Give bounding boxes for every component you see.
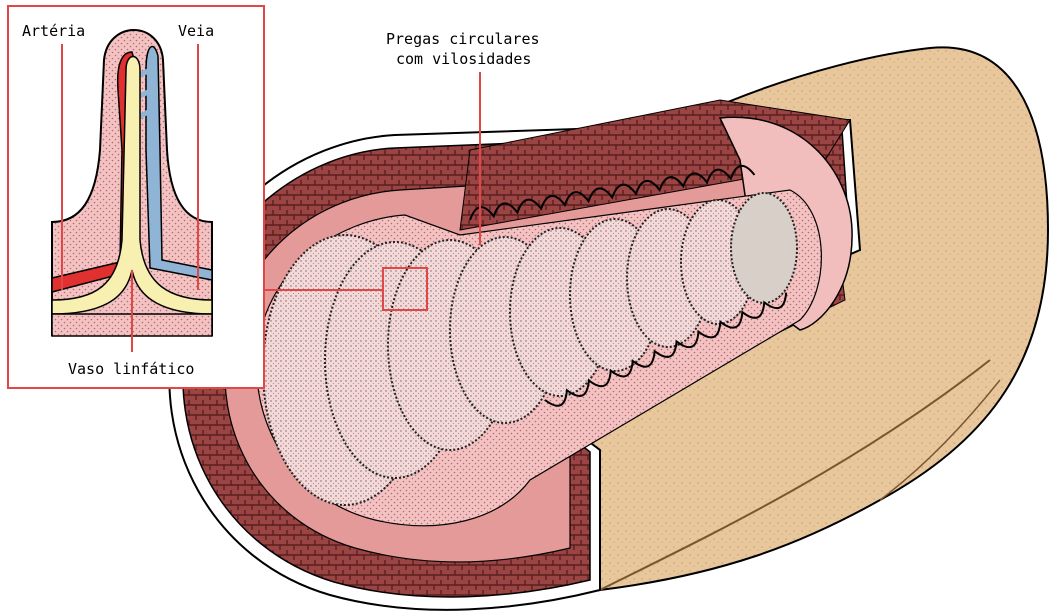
vein-label: Veia (178, 22, 214, 40)
folds-label-line1: Pregas circulares (386, 30, 540, 48)
artery-label: Artéria (22, 22, 85, 40)
lymph-vessel-label: Vaso linfático (68, 360, 194, 378)
folds-label-line2: com vilosidades (396, 50, 531, 68)
villus-inset: Artéria Veia Vaso linfático (8, 6, 264, 388)
